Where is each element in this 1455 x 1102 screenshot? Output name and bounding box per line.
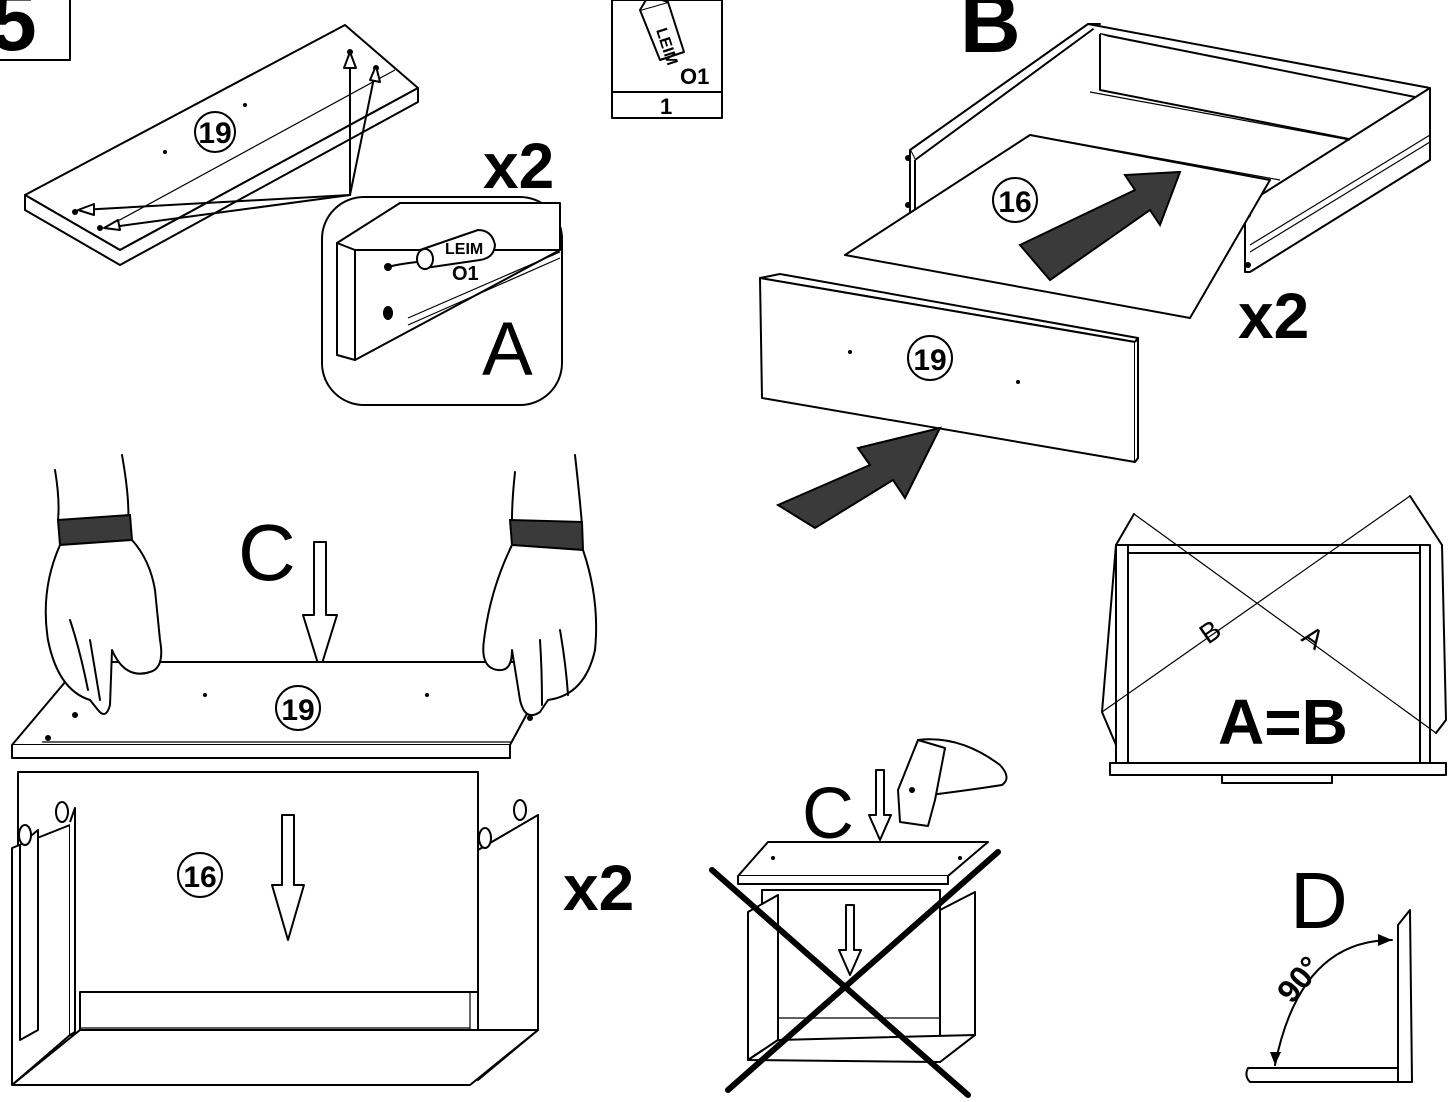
small-drawer [737, 841, 989, 1063]
bottom-part-number-c: 16 [183, 861, 216, 894]
drawer-body-c: 16 [11, 771, 539, 1086]
glue-pointer-lines [77, 51, 381, 231]
glue-quantity: 1 [660, 94, 672, 119]
panel-diagonal-check: B A A=B [1101, 495, 1447, 784]
board-part-number: 19 [198, 117, 231, 150]
step-number: 5 [0, 0, 37, 68]
insert-arrow-icon [1018, 170, 1182, 282]
glue-box: LEIM O1 1 [611, 0, 723, 119]
cross-out-mark [709, 849, 1001, 1098]
glue-code: O1 [680, 64, 709, 89]
right-hand-icon [482, 454, 598, 716]
detail-a-callout: LEIM O1 A [321, 196, 563, 406]
down-arrow-inner-icon [838, 904, 862, 976]
drawer-front-board: 19 [759, 273, 1139, 463]
panel-wrong-method: C [709, 738, 1008, 1098]
diagonal-lines [1101, 495, 1447, 746]
front-part-number-b: 19 [913, 344, 946, 377]
drawer-frame [905, 23, 1431, 273]
bottom-part-number: 16 [998, 186, 1031, 219]
multiplier-a: x2 [483, 130, 554, 202]
label-c-wrong: C [802, 774, 854, 854]
corner-profile [1245, 909, 1413, 1083]
multiplier-c: x2 [563, 852, 634, 924]
front-board-flat: 19 [24, 24, 419, 266]
front-board-tilted: 19 [11, 661, 556, 759]
step-number-box: 5 [0, 0, 71, 68]
panel-c: C 19 [11, 454, 634, 1086]
angle-arc [1274, 939, 1393, 1066]
detail-label-a: A [482, 307, 533, 392]
panel-d: D 90° [1245, 856, 1413, 1083]
detail-glue-label: LEIM [445, 241, 483, 258]
angle-label: 90° [1270, 949, 1329, 1009]
label-c: C [238, 508, 296, 597]
panel-a: 19 x2 LEIM O1 A [24, 24, 563, 406]
part-number-circle [194, 111, 236, 153]
push-arrow-icon [775, 426, 942, 530]
left-hand-icon [44, 454, 163, 715]
glue-tube-icon [384, 229, 496, 271]
label-b: B [960, 0, 1021, 70]
down-arrow-c-icon [271, 814, 305, 941]
front-part-number-c: 19 [281, 694, 314, 727]
label-d: D [1290, 856, 1348, 945]
equation-a-equals-b: A=B [1218, 686, 1348, 758]
detail-glue-code: O1 [452, 263, 479, 285]
multiplier-b: x2 [1238, 280, 1309, 352]
down-arrow-icon [302, 541, 338, 671]
panel-b: B 16 19 [759, 0, 1431, 530]
hammer-icon [897, 738, 1008, 827]
down-arrow-small-icon [868, 769, 892, 841]
